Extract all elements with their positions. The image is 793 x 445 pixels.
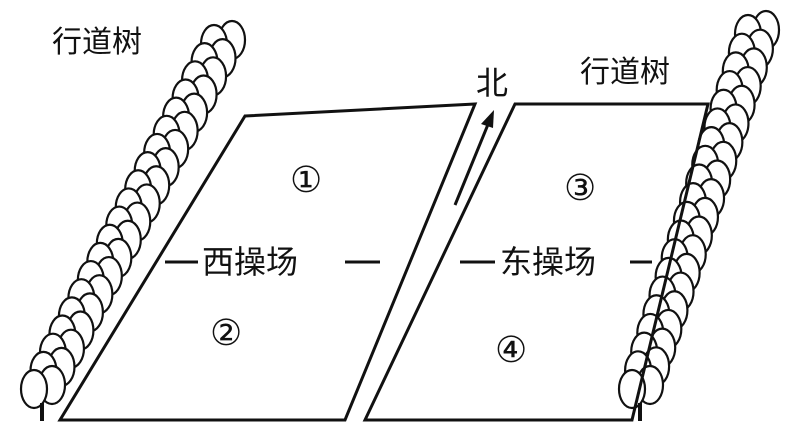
east-field-label: 东操场 (500, 243, 596, 281)
tree-icon (617, 368, 647, 410)
west-field-outline (57, 102, 478, 422)
east-field-outline (362, 102, 710, 422)
tree-row-label-right: 行道树 (580, 55, 670, 90)
tree-row-label-left: 行道树 (52, 25, 142, 60)
north-label: 北 (476, 64, 508, 102)
tree-row-left (19, 19, 247, 421)
west-field-label: 西操场 (202, 243, 298, 281)
area-1-label: ① (290, 160, 322, 201)
tree-row-right (617, 9, 781, 421)
area-3-label: ③ (564, 168, 596, 209)
area-4-label: ④ (495, 330, 527, 371)
tree-icon (19, 368, 49, 410)
area-2-label: ② (210, 313, 242, 354)
north-arrow-icon (453, 110, 494, 206)
